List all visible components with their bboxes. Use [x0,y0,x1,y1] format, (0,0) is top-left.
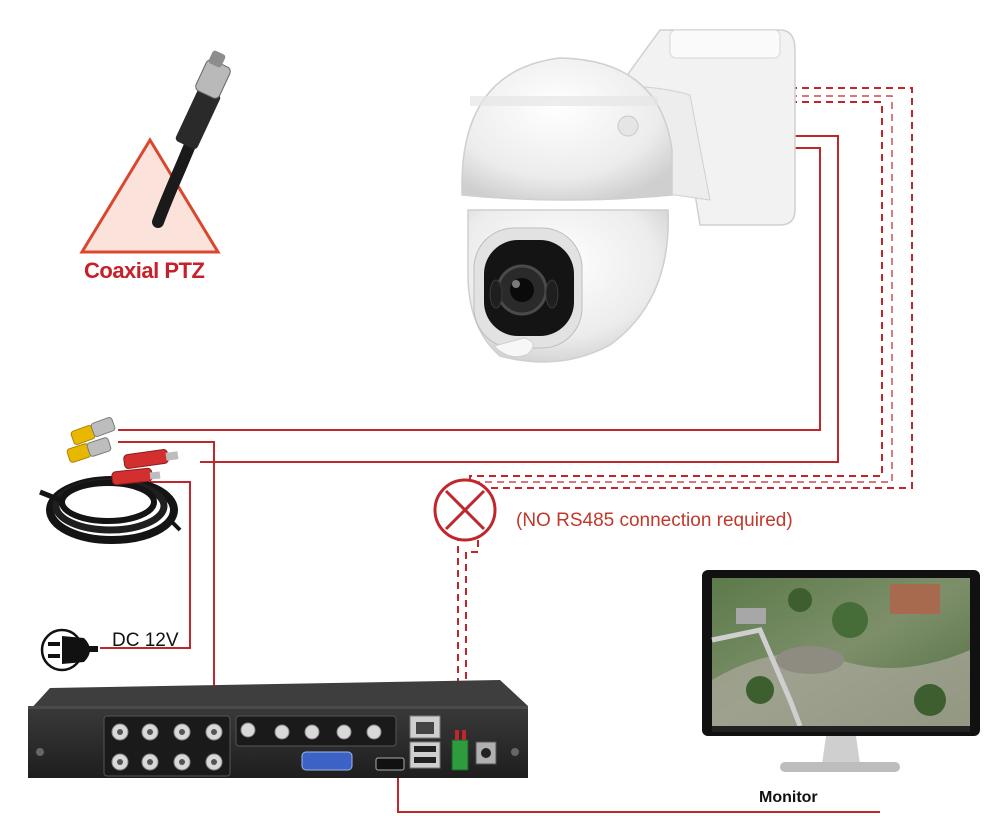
no-entry-icon [433,478,497,542]
wall-mount [618,29,796,226]
dvr-audio-ports [235,715,397,747]
dvr-recorder [28,680,528,778]
bnc-power-cable [39,417,182,544]
monitor-label: Monitor [759,789,818,806]
power-plug-icon [40,628,98,672]
dc-wire [100,481,191,649]
bnc-connector-icon [152,50,231,228]
dvr-hdmi-port [375,757,405,771]
dvr-bnc-inputs [103,715,231,777]
video-to-dvr-wire [118,441,215,718]
camera-dome [461,57,673,201]
warning-triangle-icon [79,137,221,254]
dvr-rs485-terminal [451,739,469,771]
coaxial-ptz-label: Coaxial PTZ [84,258,205,283]
video-wire [118,147,821,431]
rs485-note: (NO RS485 connection required) [516,510,793,531]
bnc-connector-icon [66,417,116,463]
camera-power-wire [200,135,839,463]
dvr-vga-port [301,751,353,771]
rs485-wire-shadow [474,95,893,483]
hdmi-wire [397,770,880,813]
coaxial-ptz-warning [79,50,231,254]
ptz-camera [461,29,796,363]
dvr-usb-ports [409,741,441,769]
monitor-device [702,570,980,772]
dc-power-label: DC 12V [112,630,179,651]
rs485-wire-2 [465,87,913,728]
